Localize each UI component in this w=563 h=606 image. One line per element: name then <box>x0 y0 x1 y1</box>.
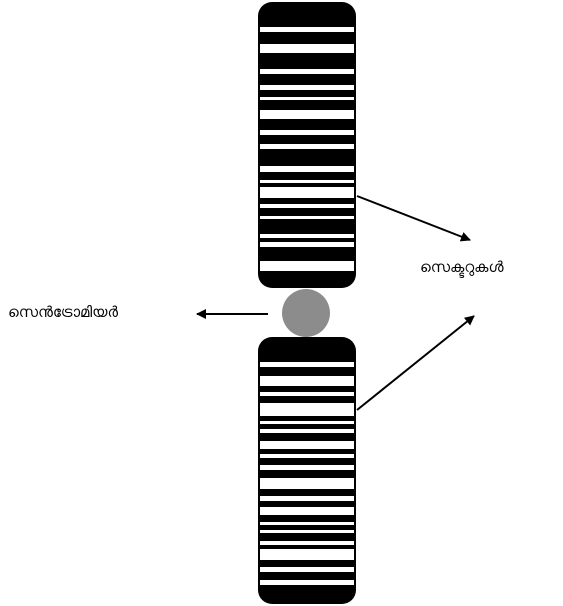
upper-arm-band <box>260 242 354 247</box>
upper-arm-band <box>260 130 354 135</box>
lower-arm-band <box>260 507 354 515</box>
upper-arm-band <box>260 234 354 238</box>
lower-arm-band <box>260 541 354 545</box>
upper-arm-band <box>260 180 354 183</box>
lower-arm-band <box>260 567 354 572</box>
lower-arm-band <box>260 580 354 585</box>
upper-arm-band <box>260 97 354 100</box>
lower-arm-band <box>260 421 354 424</box>
centromere-circle <box>282 289 330 337</box>
lower-arm-band <box>260 454 354 458</box>
lower-arm-band <box>260 549 354 560</box>
lower-arm-band <box>260 429 354 433</box>
sector-arrow-upper <box>356 195 471 242</box>
upper-arm-band <box>260 110 354 119</box>
lower-arm-band <box>260 392 354 396</box>
lower-arm-band <box>260 403 354 416</box>
upper-arm-band <box>260 85 354 90</box>
lower-arm-bands <box>260 362 354 585</box>
lower-arm-band <box>260 465 354 470</box>
sector-arrow-lower <box>356 315 475 411</box>
upper-arm-band <box>260 27 354 32</box>
upper-arm-band <box>260 216 354 219</box>
upper-chromosome-arm <box>258 2 356 288</box>
upper-arm-band <box>260 187 354 198</box>
upper-arm-band <box>260 44 354 53</box>
lower-arm-band <box>260 530 354 533</box>
upper-arm-band <box>260 144 354 149</box>
sectors-label: സെക്ടറുകൾ <box>420 258 504 276</box>
centromere-label: സെൻട്രോമിയർ <box>8 303 118 321</box>
lower-arm-band <box>260 496 354 501</box>
lower-arm-band <box>260 362 354 367</box>
lower-arm-band <box>260 522 354 525</box>
lower-chromosome-arm <box>258 337 356 604</box>
lower-arm-band <box>260 376 354 386</box>
upper-arm-bands <box>260 27 354 271</box>
upper-arm-band <box>260 166 354 172</box>
upper-arm-band <box>260 204 354 208</box>
lower-arm-band <box>260 478 354 489</box>
upper-arm-band <box>260 69 354 74</box>
lower-arm-band <box>260 441 354 449</box>
upper-arm-band <box>260 261 354 271</box>
